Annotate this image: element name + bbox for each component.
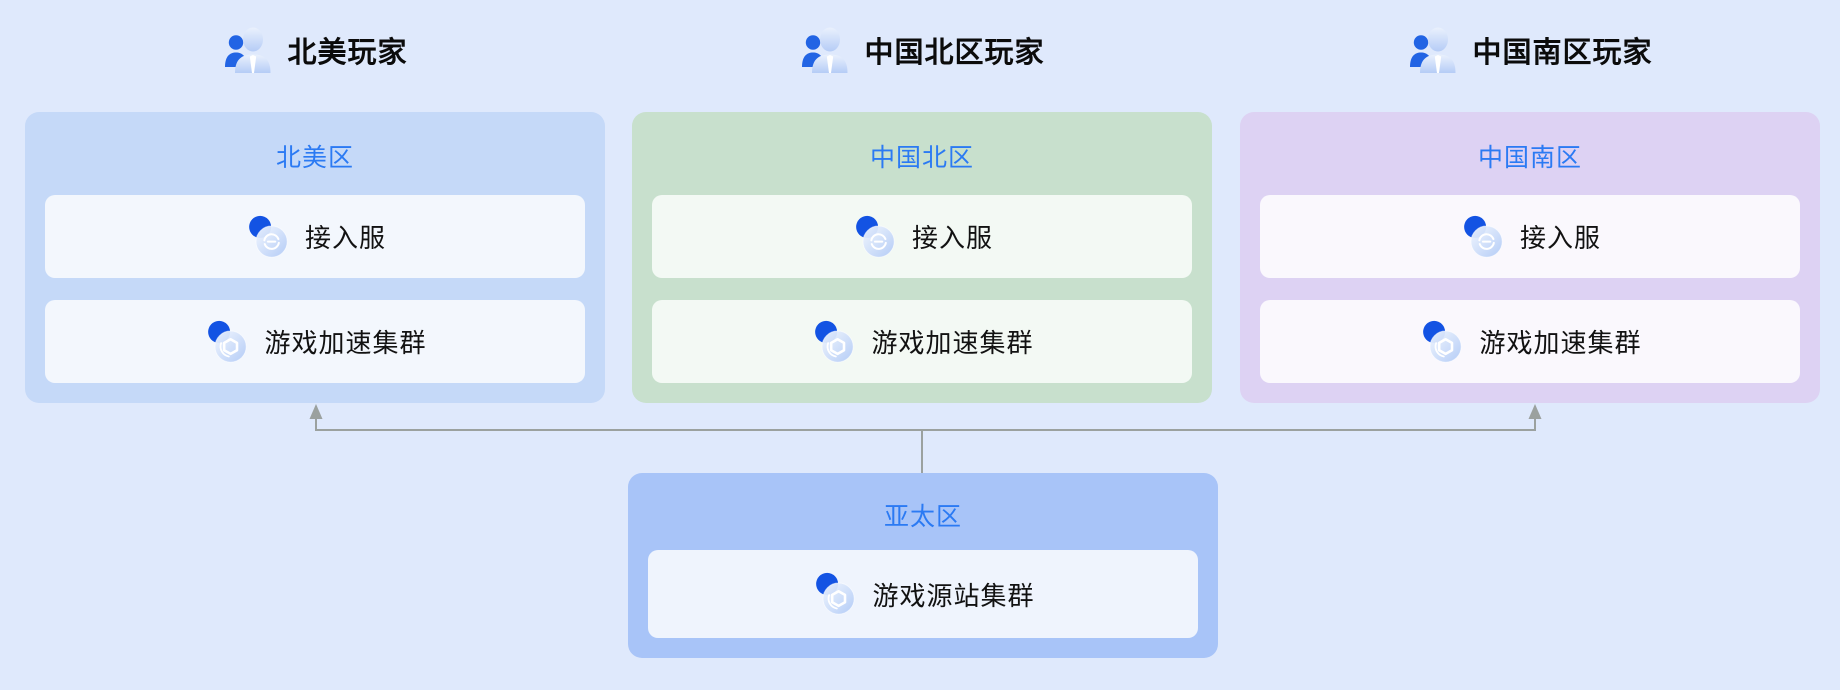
zone-title: 亚太区	[883, 503, 962, 531]
access-server-sync-icon	[1464, 215, 1503, 258]
service-card: 游戏加速集群	[652, 300, 1192, 383]
zone-title: 北美区	[275, 144, 354, 172]
arrow-up-icon	[1528, 404, 1542, 419]
access-server-sync-icon	[249, 215, 288, 258]
player-group-china-north: 中国北区玩家	[632, 18, 1212, 82]
service-label: 接入服	[1519, 223, 1601, 253]
service-label: 接入服	[911, 223, 993, 253]
player-label: 北美玩家	[287, 37, 408, 69]
zone-asia-pacific: 亚太区 游戏源站集群	[628, 473, 1218, 658]
zone-title: 中国北区	[869, 144, 974, 172]
service-label: 游戏加速集群	[264, 328, 427, 358]
cluster-hexagon-icon	[815, 320, 855, 363]
players-icon	[802, 27, 848, 73]
service-card: 游戏加速集群	[45, 300, 585, 383]
service-label: 游戏加速集群	[1479, 328, 1642, 358]
service-label: 游戏加速集群	[871, 328, 1034, 358]
service-card: 接入服	[1260, 195, 1800, 278]
cluster-hexagon-icon	[816, 572, 856, 615]
service-card: 游戏加速集群	[1260, 300, 1800, 383]
service-card: 接入服	[652, 195, 1192, 278]
zone-china-north: 中国北区 接入服 游戏加速集群	[632, 112, 1212, 403]
service-label: 接入服	[304, 223, 386, 253]
cluster-hexagon-icon	[208, 320, 248, 363]
zone-north-america: 北美区 接入服 游戏加速集群	[25, 112, 605, 403]
players-icon	[225, 27, 271, 73]
player-label: 中国北区玩家	[864, 37, 1045, 69]
access-server-sync-icon	[856, 215, 895, 258]
player-group-china-south: 中国南区玩家	[1240, 18, 1820, 82]
arrow-up-icon	[309, 404, 323, 419]
zone-title: 中国南区	[1477, 144, 1582, 172]
connector-line	[315, 416, 1536, 474]
service-card: 接入服	[45, 195, 585, 278]
zone-china-south: 中国南区 接入服 游戏加速集群	[1240, 112, 1820, 403]
players-icon	[1410, 27, 1456, 73]
service-card: 游戏源站集群	[648, 550, 1198, 638]
cluster-hexagon-icon	[1423, 320, 1463, 363]
player-group-north-america: 北美玩家	[25, 18, 605, 82]
player-label: 中国南区玩家	[1472, 37, 1653, 69]
service-label: 游戏源站集群	[872, 580, 1035, 611]
